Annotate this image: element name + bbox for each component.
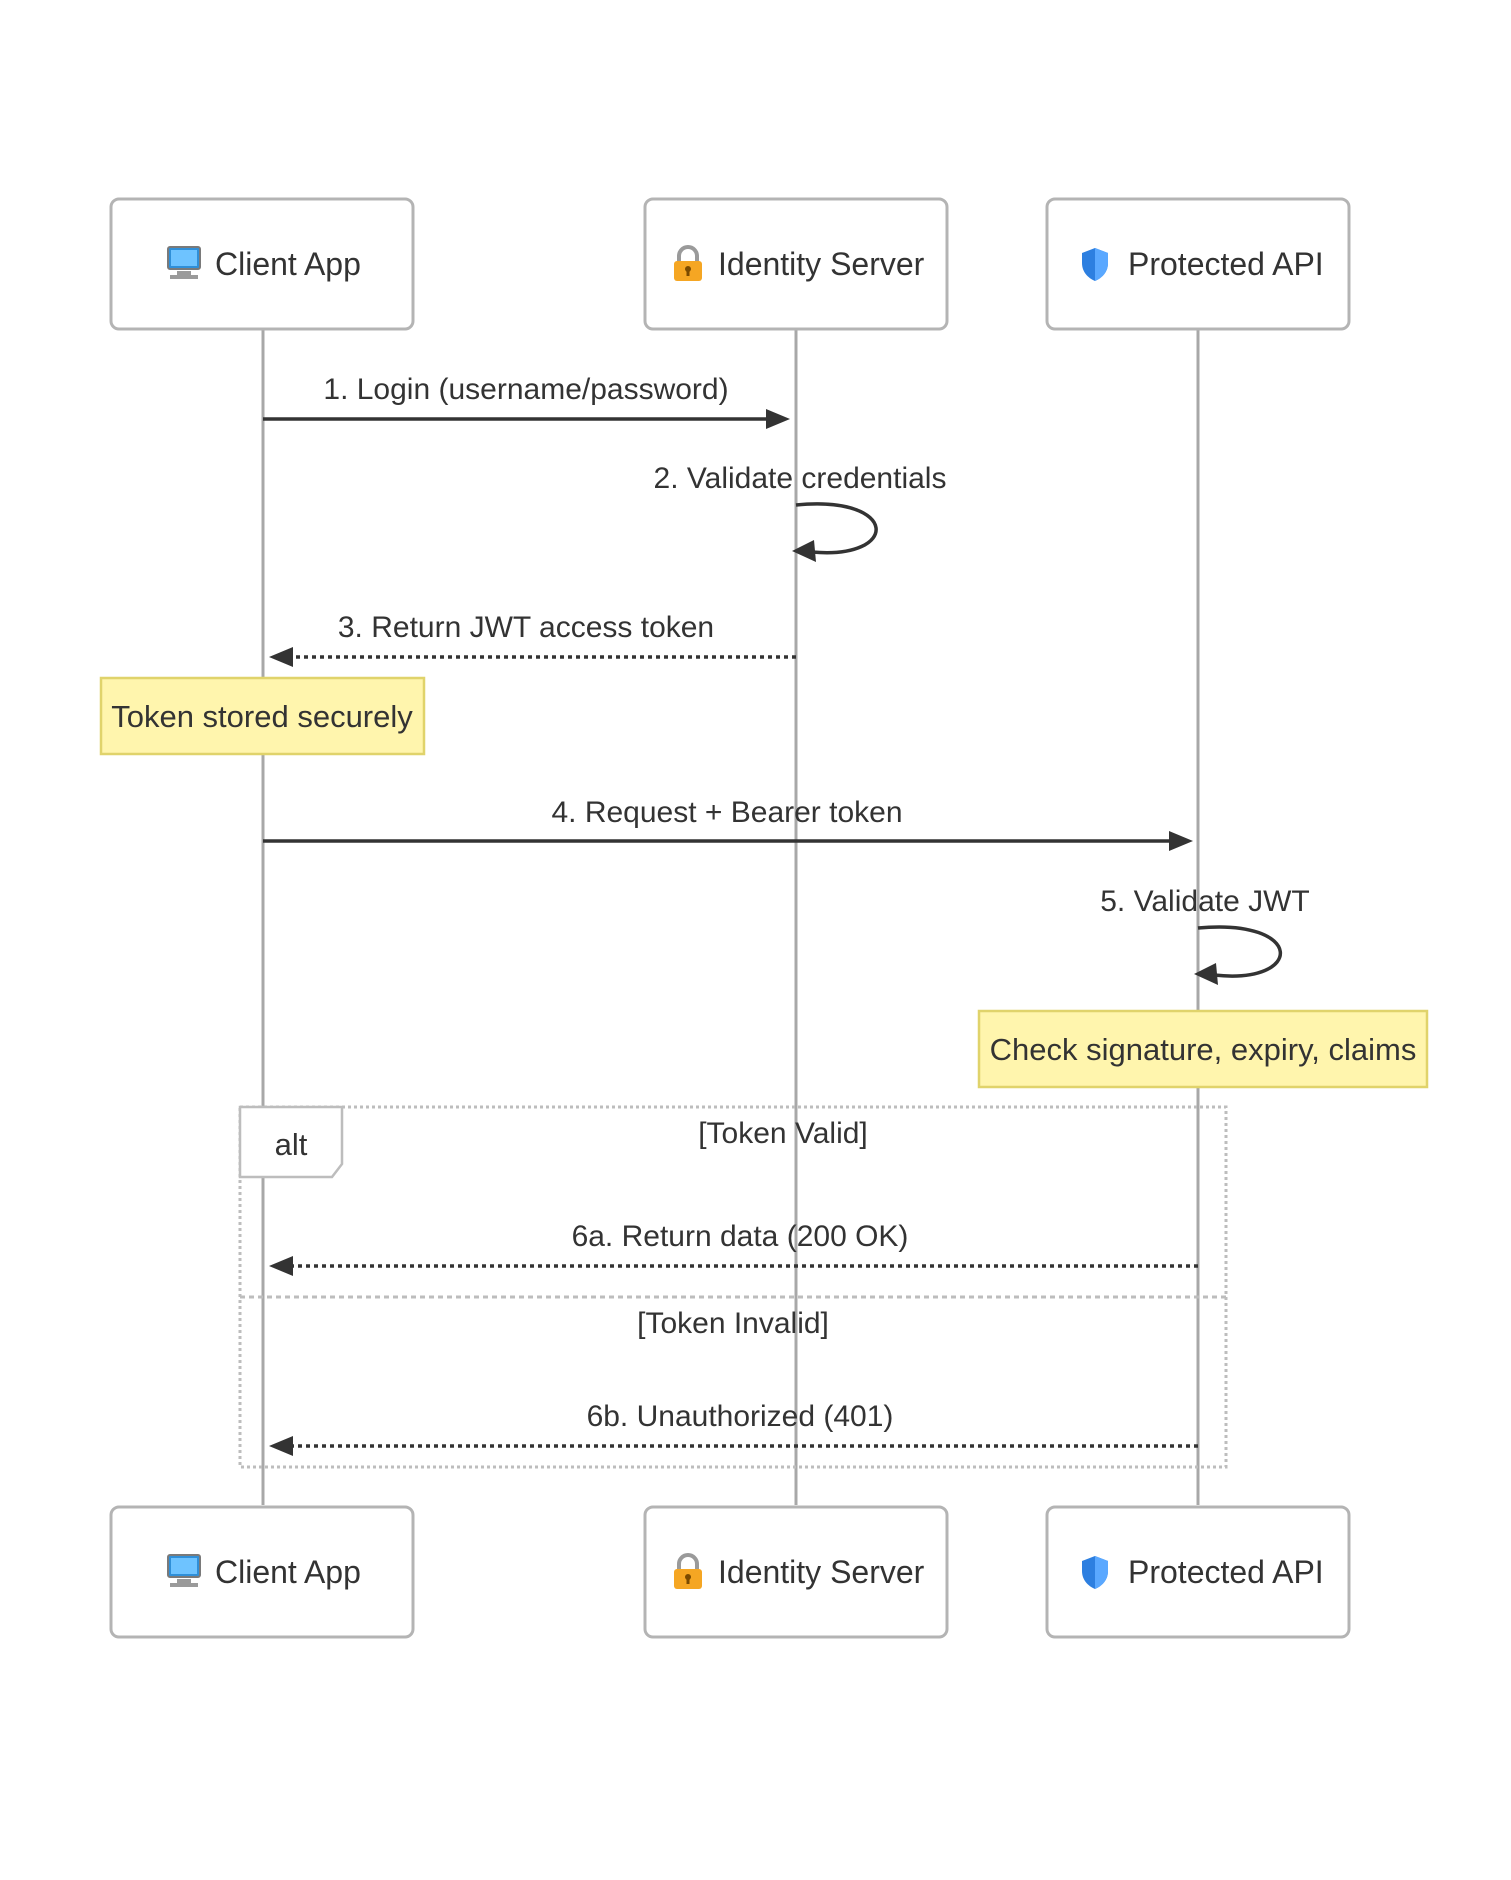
shield-icon [1082, 248, 1108, 281]
message-5: 5. Validate JWT [1100, 885, 1310, 985]
alt-frame: alt [Token Valid] [Token Invalid] [238, 1105, 1228, 1469]
svg-text:5. Validate JWT: 5. Validate JWT [1100, 885, 1310, 918]
condition-token-valid: [Token Valid] [698, 1117, 868, 1150]
shield-icon [1082, 1556, 1108, 1589]
svg-text:1. Login (username/password): 1. Login (username/password) [323, 373, 728, 406]
participant-label: Client App [215, 1554, 361, 1590]
message-1: 1. Login (username/password) [263, 373, 790, 429]
note-check-signature: Check signature, expiry, claims [977, 1009, 1429, 1089]
svg-text:6a. Return data (200 OK): 6a. Return data (200 OK) [572, 1220, 909, 1253]
participant-label: Client App [215, 246, 361, 282]
participant-top-client[interactable]: Client App [109, 197, 415, 331]
participant-bottom-identity[interactable]: Identity Server [643, 1505, 949, 1639]
message-3: 3. Return JWT access token [269, 611, 796, 667]
message-6b: 6b. Unauthorized (401) [269, 1400, 1198, 1456]
alt-label: alt [275, 1127, 308, 1162]
note-token-stored: Token stored securely [99, 676, 426, 756]
message-6a: 6a. Return data (200 OK) [269, 1220, 1198, 1276]
computer-icon [167, 246, 201, 279]
svg-text:Check signature, expiry, claim: Check signature, expiry, claims [990, 1032, 1417, 1067]
participant-label: Identity Server [718, 246, 925, 282]
participant-top-api[interactable]: Protected API [1045, 197, 1351, 331]
arrow-left-icon [269, 647, 293, 667]
svg-text:6b. Unauthorized (401): 6b. Unauthorized (401) [587, 1400, 894, 1433]
svg-text:2. Validate credentials: 2. Validate credentials [654, 462, 947, 495]
svg-text:Token stored securely: Token stored securely [111, 699, 413, 734]
participant-label: Identity Server [718, 1554, 925, 1590]
arrow-left-icon [792, 540, 816, 562]
arrow-left-icon [269, 1436, 293, 1456]
arrow-right-icon [1169, 831, 1193, 851]
participant-top-identity[interactable]: Identity Server [643, 197, 949, 331]
svg-text:4. Request + Bearer token: 4. Request + Bearer token [551, 796, 902, 829]
participant-label: Protected API [1128, 1554, 1324, 1590]
svg-text:3. Return JWT access token: 3. Return JWT access token [338, 611, 714, 644]
participant-bottom-api[interactable]: Protected API [1045, 1505, 1351, 1639]
lock-icon [674, 245, 702, 281]
alt-label-box [238, 1105, 344, 1179]
message-2: 2. Validate credentials [654, 462, 947, 562]
lock-icon [674, 1553, 702, 1589]
participant-label: Protected API [1128, 246, 1324, 282]
computer-icon [167, 1554, 201, 1587]
participant-bottom-client[interactable]: Client App [109, 1505, 415, 1639]
arrow-right-icon [766, 409, 790, 429]
arrow-left-icon [269, 1256, 293, 1276]
condition-token-invalid: [Token Invalid] [637, 1307, 829, 1340]
message-4: 4. Request + Bearer token [263, 796, 1193, 851]
arrow-left-icon [1194, 963, 1218, 985]
